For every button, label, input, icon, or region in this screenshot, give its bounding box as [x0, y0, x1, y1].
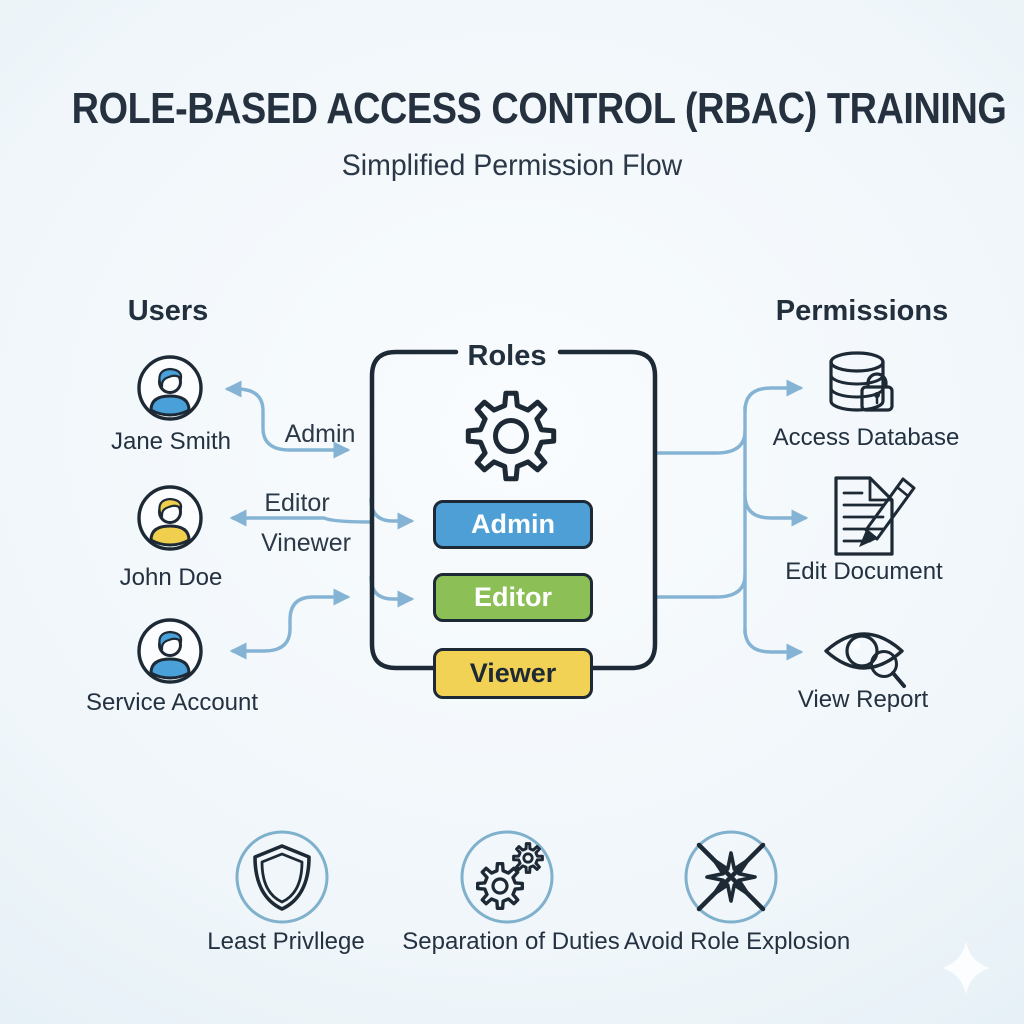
users-column-heading: Users: [127, 295, 209, 327]
page-title: ROLE-BASED ACCESS CONTROL (RBAC) TRAININ…: [71, 84, 1007, 133]
eye-magnifier-icon: [824, 632, 906, 688]
explosion-icon: [684, 830, 778, 924]
user-name-john: John Doe: [119, 564, 223, 591]
role-node-editor-label: Editor: [474, 582, 552, 612]
role-node-viewer-label: Viewer: [469, 658, 557, 688]
assignment-label-editor: Editor: [264, 489, 330, 517]
connector-to-document: [743, 493, 809, 527]
document-pencil-icon: [834, 476, 916, 556]
connector-service-editor: [229, 588, 351, 660]
assignment-label-viewer: Vinewer: [261, 529, 351, 557]
role-node-admin: Admin: [433, 500, 593, 549]
user-avatar-service: [136, 617, 204, 685]
gear-icon: [465, 390, 557, 482]
connector-into-editor: [369, 575, 415, 608]
role-node-admin-label: Admin: [471, 509, 555, 539]
principle-label-separation-of-duties: Separation of Duties: [402, 928, 620, 955]
connector-into-admin: [369, 497, 415, 530]
role-node-viewer: Viewer: [433, 648, 593, 699]
database-lock-icon: [829, 351, 894, 412]
principle-label-avoid-role-explosion: Avoid Role Explosion: [623, 928, 851, 955]
page-subtitle: Simplified Permission Flow: [341, 149, 683, 182]
user-name-service: Service Account: [85, 689, 259, 716]
permission-label-database: Access Database: [772, 424, 960, 451]
user-name-jane: Jane Smith: [110, 428, 232, 455]
connector-to-report: [743, 627, 804, 661]
connector-roles-exit-bottom: [655, 573, 747, 599]
permission-label-report: View Report: [797, 686, 929, 713]
user-avatar-jane: [136, 354, 204, 422]
shield-icon: [235, 830, 329, 924]
permissions-column-heading: Permissions: [775, 295, 949, 327]
gears-icon: [460, 830, 554, 924]
connector-jane-admin: [224, 380, 351, 459]
assignment-label-admin: Admin: [284, 420, 356, 448]
connector-to-database: [743, 379, 804, 413]
user-avatar-john: [136, 484, 204, 552]
connector-arrows: [224, 379, 809, 661]
sparkle-icon: [942, 941, 990, 995]
permission-label-document: Edit Document: [785, 558, 943, 585]
connector-roles-exit-top: [655, 429, 747, 455]
role-node-editor: Editor: [433, 573, 593, 622]
principle-label-least-privilege: Least Privllege: [207, 928, 365, 955]
roles-box-title: Roles: [467, 340, 547, 372]
connector-john-roles: [229, 509, 373, 527]
